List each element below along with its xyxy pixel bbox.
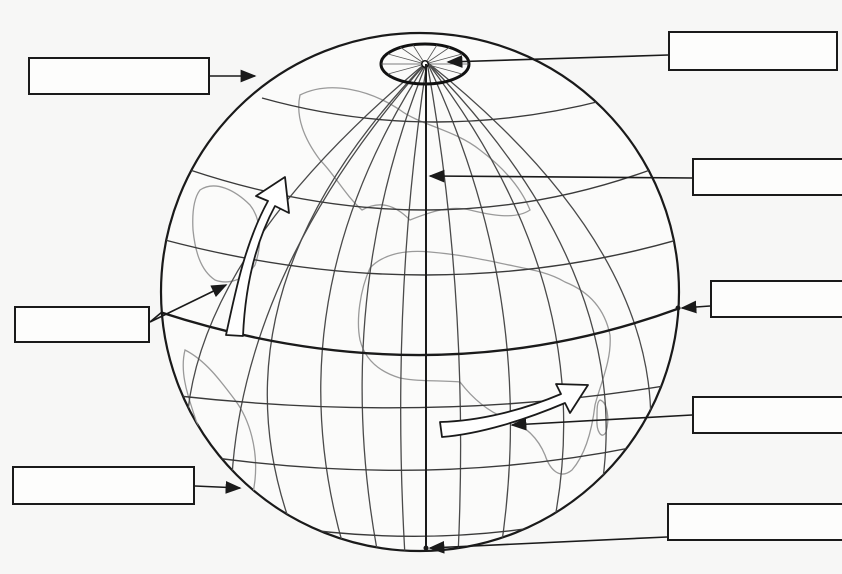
- label-box-bottom-right[interactable]: [667, 503, 842, 541]
- leader-bottom-left: [195, 486, 240, 488]
- equator-point: [676, 306, 681, 311]
- label-box-upper-right[interactable]: [692, 158, 842, 196]
- label-box-middle-right[interactable]: [710, 280, 842, 318]
- leader-middle-right: [682, 306, 710, 308]
- label-box-bottom-left[interactable]: [12, 466, 195, 505]
- south-pole-point: [424, 546, 429, 551]
- label-box-lower-right[interactable]: [692, 396, 842, 434]
- label-box-top-left[interactable]: [28, 57, 210, 95]
- label-box-left[interactable]: [14, 306, 150, 343]
- label-box-top-right[interactable]: [668, 31, 838, 71]
